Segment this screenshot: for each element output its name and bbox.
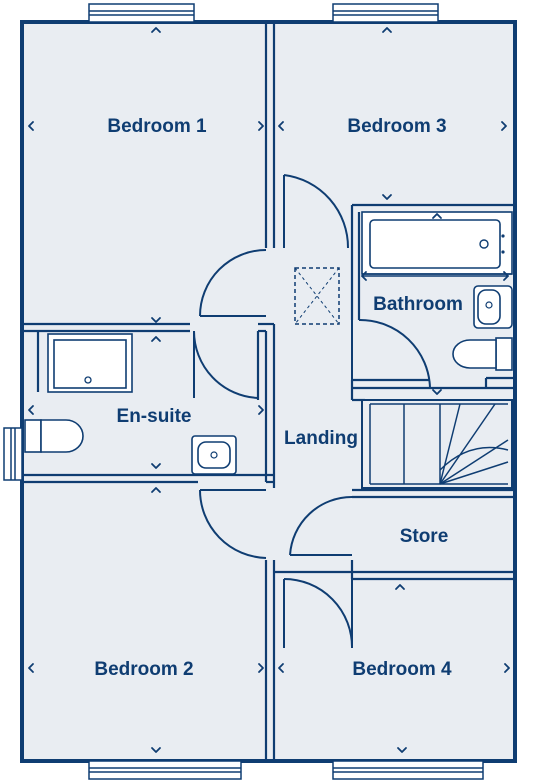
dimension-arrow-icon	[28, 27, 510, 753]
window-icon	[88, 3, 195, 23]
bath-icon	[361, 211, 513, 275]
room-label-landing: Landing	[284, 428, 358, 449]
toilet-icon	[24, 419, 84, 453]
toilet-icon	[452, 337, 513, 371]
room-label-bedroom-2: Bedroom 2	[94, 659, 193, 680]
room-label-store: Store	[400, 526, 449, 547]
basin-icon	[191, 435, 237, 475]
window-icon	[88, 760, 242, 780]
internal-walls	[22, 22, 515, 761]
room-label-bedroom-1: Bedroom 1	[107, 116, 207, 137]
room-label-bedroom-3: Bedroom 3	[347, 116, 446, 137]
room-label-bedroom-4: Bedroom 4	[352, 659, 452, 680]
outer-wall	[20, 20, 517, 763]
basin-icon	[473, 285, 513, 329]
shower-tray-icon	[47, 333, 133, 393]
loft-hatch-icon	[294, 267, 340, 325]
room-label-bathroom: Bathroom	[373, 294, 463, 315]
window-icon	[332, 3, 439, 23]
window-icon	[3, 427, 23, 481]
door-swing-icon	[192, 174, 431, 649]
room-label-en-suite: En-suite	[117, 406, 192, 427]
window-icon	[332, 760, 484, 780]
staircase-icon	[361, 399, 513, 489]
